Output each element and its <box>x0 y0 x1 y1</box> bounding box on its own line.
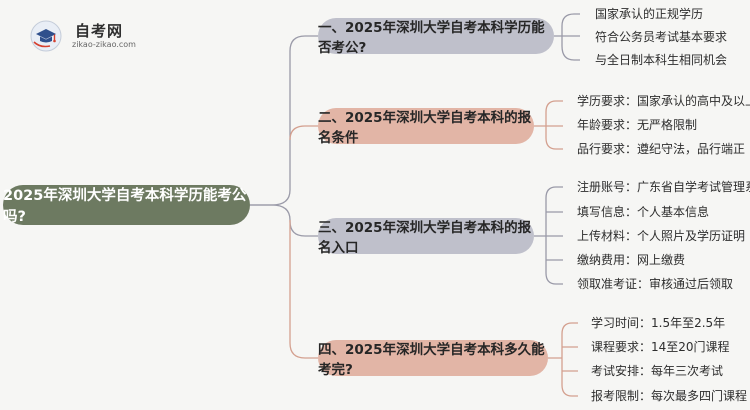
leaf-node: 年龄要求：无严格限制 <box>577 118 698 132</box>
leaf-node: 报考限制：每次最多四门课程 <box>591 389 748 403</box>
leaf-node: 注册账号：广东省自学考试管理系统 <box>577 180 750 194</box>
logo-title: 自考网 <box>75 22 124 40</box>
branch-node-1[interactable]: 一、2025年深圳大学自考本科学历能否考公? <box>318 18 554 56</box>
graduation-cap-icon <box>30 20 62 52</box>
connector-b2-leaves <box>534 100 563 150</box>
connector-root-branch-4 <box>289 220 318 359</box>
leaf-node: 考试安排：每年三次考试 <box>591 364 724 378</box>
connector-root-branch-3 <box>250 204 318 237</box>
connector-root-branch-2 <box>289 125 318 141</box>
leaf-node: 学历要求：国家承认的高中及以上学历 <box>577 94 750 108</box>
leaf-node: 领取准考证：审核通过后领取 <box>577 277 734 291</box>
leaf-node: 符合公务员考试基本要求 <box>595 30 728 44</box>
branch-node-2[interactable]: 二、2025年深圳大学自考本科的报名条件 <box>318 108 534 146</box>
leaf-node: 课程要求：14至20门课程 <box>591 340 730 354</box>
leaf-node: 上传材料：个人照片及学历证明 <box>577 229 746 243</box>
leaf-node: 国家承认的正规学历 <box>595 7 704 21</box>
leaf-node: 缴纳费用：网上缴费 <box>577 253 686 267</box>
connector-b4-leaves <box>548 322 578 397</box>
branch-node-3[interactable]: 三、2025年深圳大学自考本科的报名入口 <box>318 218 534 256</box>
connector-b1-leaves <box>554 13 580 61</box>
root-node[interactable]: 2025年深圳大学自考本科学历能考公吗? <box>3 185 250 225</box>
leaf-node: 填写信息：个人基本信息 <box>577 205 710 219</box>
connector-b3-leaves <box>534 186 563 285</box>
leaf-node: 学习时间：1.5年至2.5年 <box>591 316 726 330</box>
connector-root-branch-1 <box>250 35 318 206</box>
branch-node-4[interactable]: 四、2025年深圳大学自考本科多久能考完? <box>318 340 548 378</box>
site-logo[interactable]: 自考网 zikao-zikao.com <box>30 18 140 54</box>
leaf-node: 与全日制本科生相同机会 <box>595 53 728 67</box>
leaf-node: 品行要求：遵纪守法，品行端正 <box>577 142 746 156</box>
logo-subtitle: zikao-zikao.com <box>72 40 136 49</box>
